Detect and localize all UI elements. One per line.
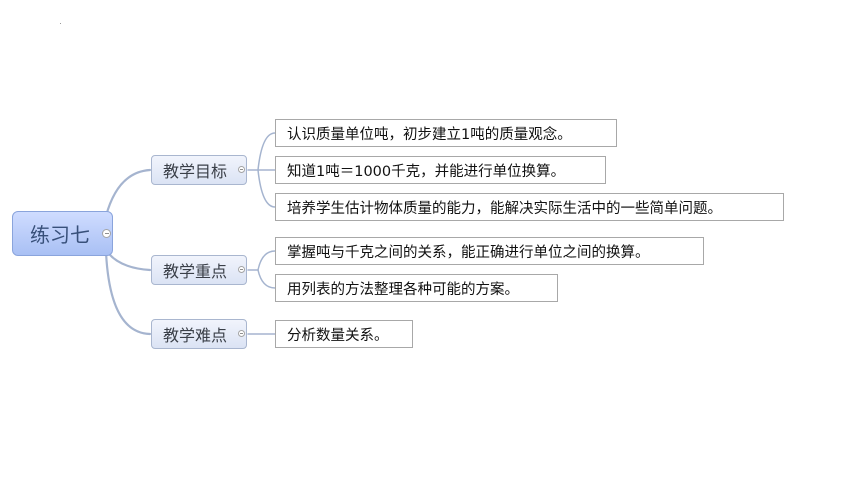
connector-root-difficulty — [104, 250, 152, 336]
branch-label: 教学重点 — [163, 262, 228, 281]
leaf-goals-2[interactable]: 知道1吨＝1000千克，并能进行单位换算。 — [275, 156, 606, 184]
connector-root-key — [104, 248, 152, 272]
branch-teaching-difficulties[interactable]: 教学难点 — [151, 319, 247, 349]
branch-teaching-key-points[interactable]: 教学重点 — [151, 255, 247, 285]
leaf-label: 分析数量关系。 — [287, 327, 389, 344]
leaf-label: 掌握吨与千克之间的关系，能正确进行单位之间的换算。 — [287, 244, 650, 261]
root-topic[interactable]: 练习七 — [12, 211, 113, 256]
branch-difficulty-collapse-icon[interactable] — [238, 330, 245, 337]
branch-key-collapse-icon[interactable] — [238, 266, 245, 273]
root-topic-label: 练习七 — [30, 223, 90, 247]
leaf-goals-3[interactable]: 培养学生估计物体质量的能力，能解决实际生活中的一些简单问题。 — [275, 193, 784, 221]
branch-label: 教学目标 — [163, 162, 228, 181]
leaf-goals-1[interactable]: 认识质量单位吨，初步建立1吨的质量观念。 — [275, 119, 617, 147]
leaf-label: 培养学生估计物体质量的能力，能解决实际生活中的一些简单问题。 — [287, 200, 722, 217]
leaf-label: 认识质量单位吨，初步建立1吨的质量观念。 — [287, 126, 572, 143]
branch-teaching-goals[interactable]: 教学目标 — [151, 155, 247, 185]
connector-goals-leaf-3 — [257, 169, 276, 208]
leaf-difficulty-1[interactable]: 分析数量关系。 — [275, 320, 413, 348]
connector-key-leaf-1 — [247, 250, 276, 271]
stray-dot — [60, 23, 61, 24]
leaf-key-1[interactable]: 掌握吨与千克之间的关系，能正确进行单位之间的换算。 — [275, 237, 704, 265]
branch-goals-collapse-icon[interactable] — [238, 166, 245, 173]
leaf-label: 知道1吨＝1000千克，并能进行单位换算。 — [287, 163, 566, 180]
root-collapse-icon[interactable] — [102, 229, 111, 238]
connector-goals-leaf-1 — [247, 132, 276, 171]
branch-label: 教学难点 — [163, 326, 228, 345]
connector-root-goals — [104, 168, 152, 218]
leaf-label: 用列表的方法整理各种可能的方案。 — [287, 281, 519, 298]
connector-key-leaf-2 — [257, 269, 276, 289]
leaf-key-2[interactable]: 用列表的方法整理各种可能的方案。 — [275, 274, 558, 302]
